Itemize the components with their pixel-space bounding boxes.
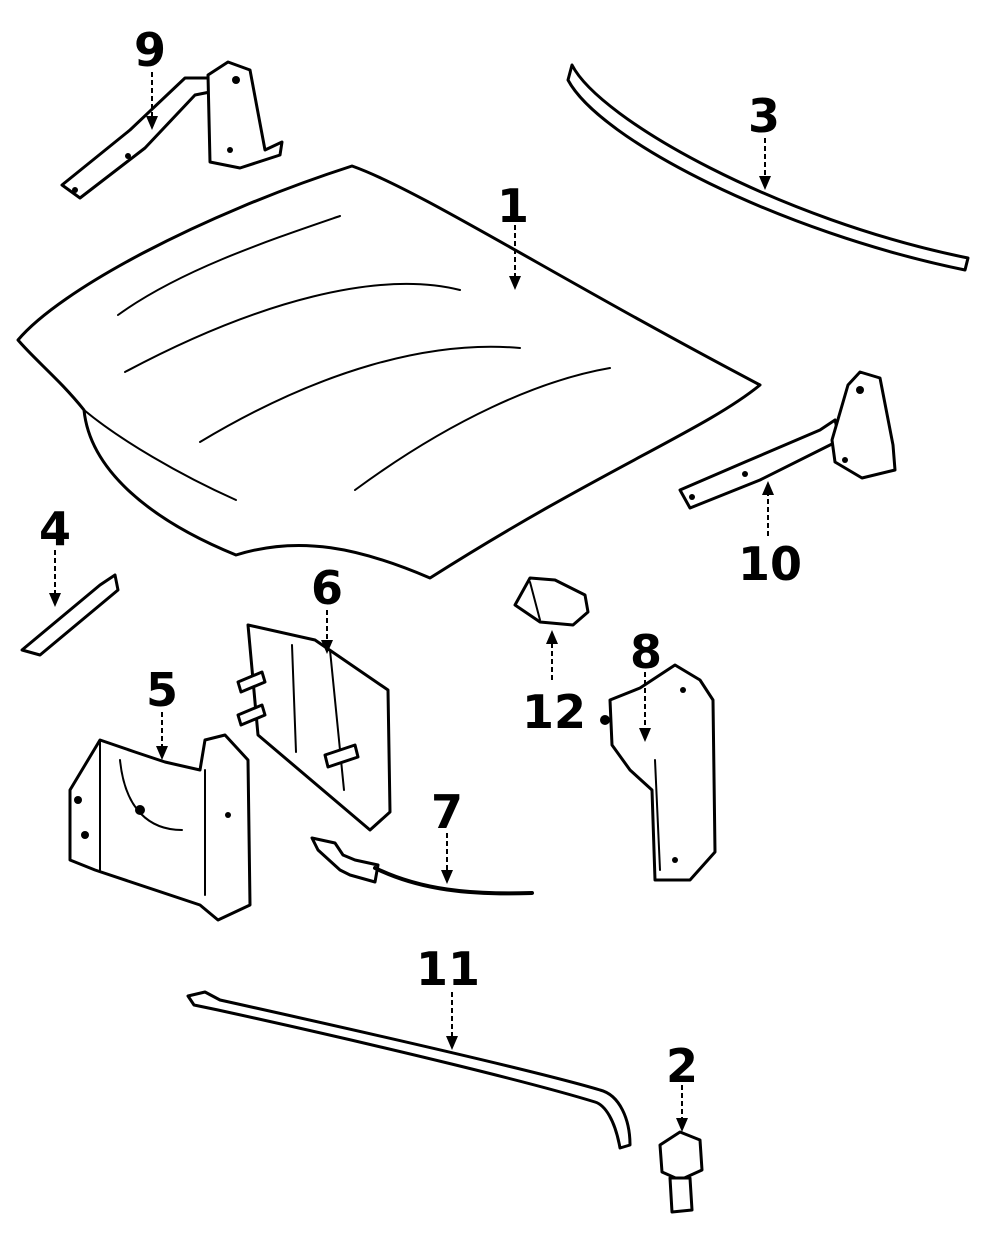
callout-1: 1: [497, 179, 529, 233]
hood-support-bracket[interactable]: [20, 573, 120, 657]
callout-12: 12: [522, 685, 586, 739]
callout-9: 9: [134, 23, 166, 77]
hood-weatherstrip[interactable]: [566, 63, 970, 272]
left-hood-hinge[interactable]: [60, 60, 284, 200]
leader-lines: [49, 72, 774, 1132]
hood-latch[interactable]: [68, 733, 252, 922]
hood-prop-rod[interactable]: [186, 990, 632, 1150]
callout-6: 6: [311, 561, 343, 615]
hood-release-cable[interactable]: [310, 836, 534, 896]
hood-bumper[interactable]: [513, 576, 590, 627]
latch-support-plate[interactable]: [236, 623, 392, 832]
callout-2: 2: [666, 1039, 698, 1093]
right-hood-hinge[interactable]: [678, 370, 897, 510]
callout-10: 10: [738, 537, 802, 591]
bolt[interactable]: [658, 1130, 704, 1214]
hood-panel[interactable]: [16, 164, 762, 580]
callout-3: 3: [748, 89, 780, 143]
callout-11: 11: [416, 942, 480, 996]
callout-labels: 1 2 3 4 5 6 7 8 9 10 11 12: [39, 23, 802, 1093]
callout-4: 4: [39, 502, 71, 556]
hood-latch-striker[interactable]: [600, 663, 717, 882]
callout-7: 7: [431, 785, 463, 839]
callout-5: 5: [146, 663, 178, 717]
callout-8: 8: [630, 625, 662, 679]
